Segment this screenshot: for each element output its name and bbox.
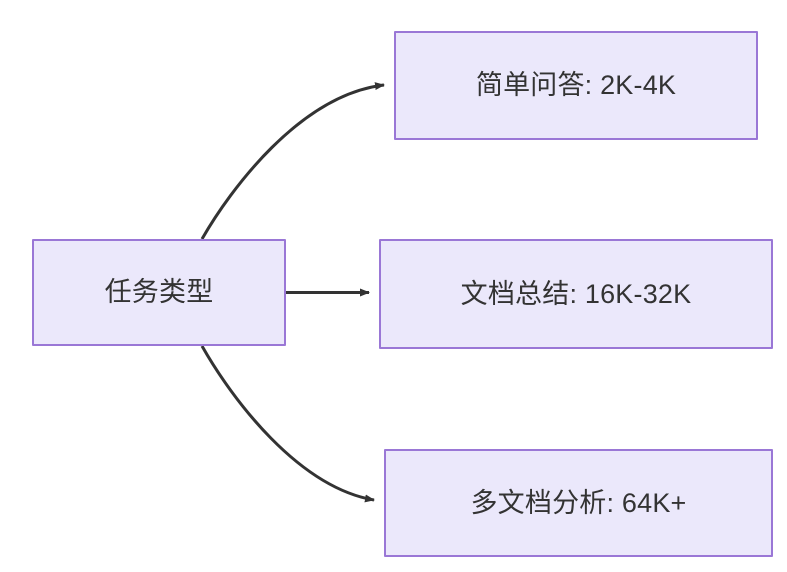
- node-simple-qa[interactable]: 简单问答: 2K-4K: [394, 31, 758, 140]
- node-simple-qa-label: 简单问答: 2K-4K: [475, 70, 677, 101]
- node-task-type[interactable]: 任务类型: [32, 239, 286, 346]
- node-multi-doc[interactable]: 多文档分析: 64K+: [384, 449, 773, 557]
- node-multi-doc-label: 多文档分析: 64K+: [470, 487, 687, 518]
- node-task-type-label: 任务类型: [104, 277, 214, 308]
- edge-root-to-simple-qa: [200, 82, 385, 240]
- edge-root-to-multi-doc: [200, 345, 375, 503]
- node-doc-summary-label: 文档总结: 16K-32K: [460, 278, 692, 309]
- node-doc-summary[interactable]: 文档总结: 16K-32K: [379, 239, 773, 349]
